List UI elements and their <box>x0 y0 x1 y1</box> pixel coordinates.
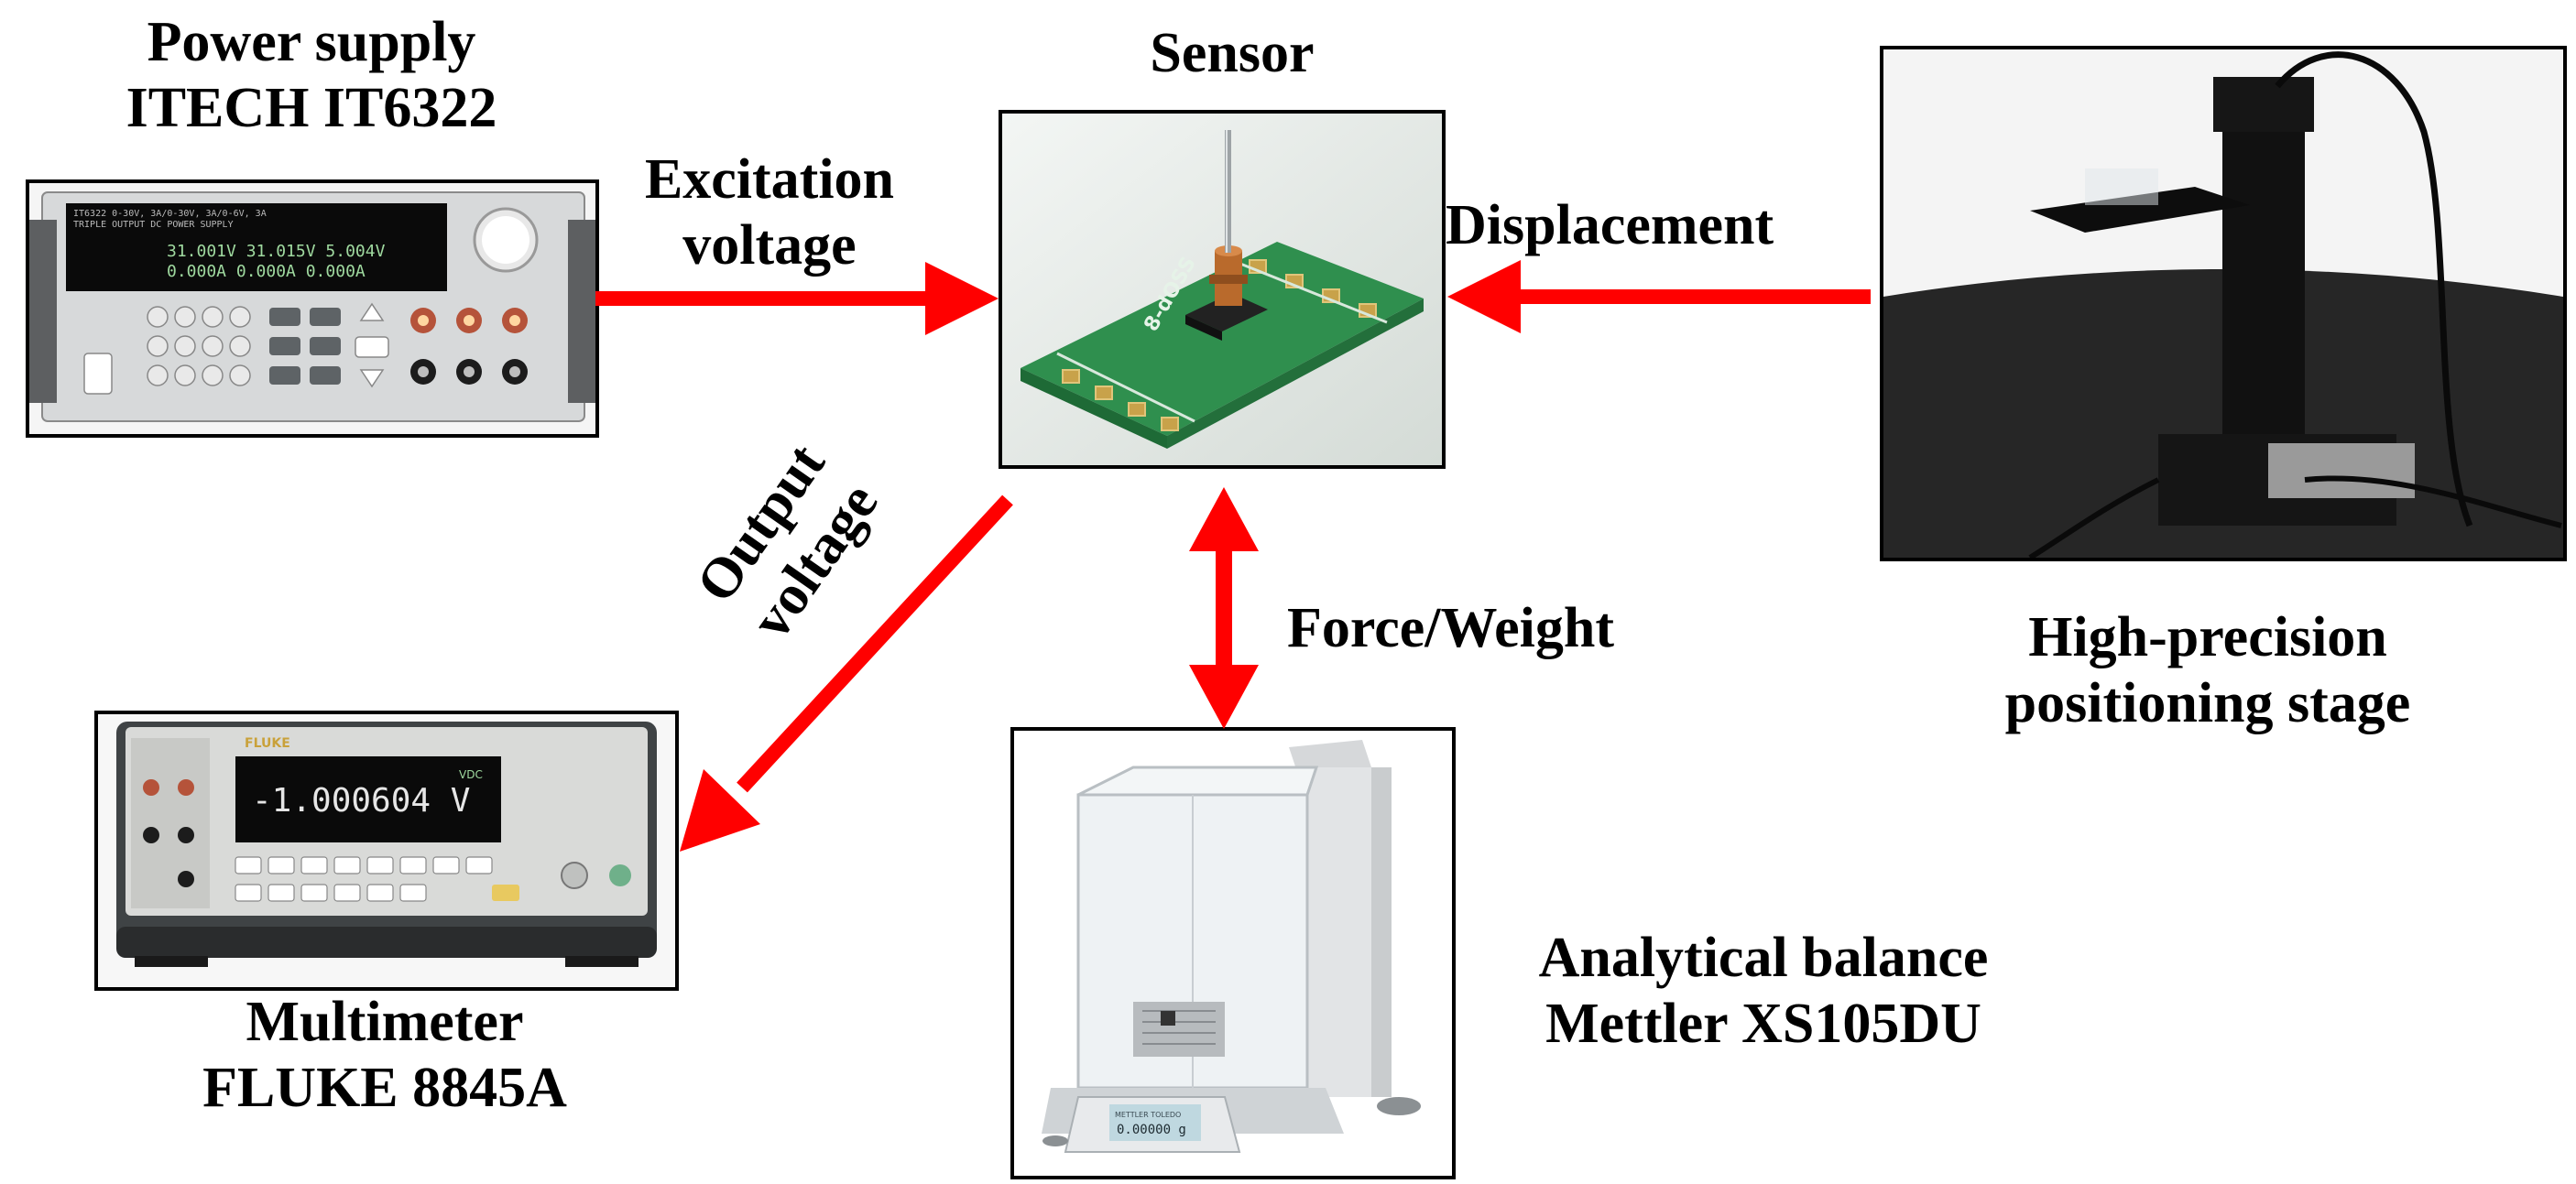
balance-brand: METTLER TOLEDO <box>1115 1111 1181 1119</box>
power-supply-title-line1: Power supply <box>147 11 476 73</box>
power-supply-display-row2: 0.000A 0.000A 0.000A <box>167 262 366 281</box>
positioning-stage-image <box>1880 46 2567 561</box>
force-weight-label: Force/Weight <box>1287 597 1614 659</box>
balance-drawing: METTLER TOLEDO 0.00000 g <box>1014 731 1452 1176</box>
sensor-image: 8-dOSS <box>999 110 1446 469</box>
power-supply-display-row1: 31.001V 31.015V 5.004V <box>167 242 386 261</box>
multimeter-image: FLUKE -1.000604 V VDC <box>94 711 679 991</box>
multimeter-brand: FLUKE <box>245 736 290 751</box>
multimeter-title: Multimeter FLUKE 8845A <box>92 989 678 1121</box>
displacement-arrow <box>1447 260 1871 333</box>
multimeter-reading: -1.000604 V <box>252 782 470 820</box>
multimeter-drawing: FLUKE -1.000604 V VDC <box>98 714 675 987</box>
positioning-stage-drawing <box>1883 49 2563 558</box>
power-supply-title-line2: ITECH IT6322 <box>126 77 497 139</box>
positioning-stage-title: High-precision positioning stage <box>1887 604 2528 736</box>
excitation-voltage-label: Excitation voltage <box>577 147 962 278</box>
balance-reading: 0.00000 g <box>1117 1123 1186 1137</box>
positioning-stage-title-line1: High-precision <box>2028 606 2387 668</box>
positioning-stage-title-line2: positioning stage <box>2004 672 2411 734</box>
power-supply-model-text: IT6322 0-30V, 3A/0-30V, 3A/0-6V, 3A <box>73 209 267 219</box>
power-supply-subtitle-text: TRIPLE OUTPUT DC POWER SUPPLY <box>73 220 234 230</box>
excitation-label-line2: voltage <box>682 214 857 277</box>
sensor-title: Sensor <box>1150 22 1315 84</box>
multimeter-unit-small: VDC <box>459 768 483 781</box>
multimeter-title-line1: Multimeter <box>246 991 524 1053</box>
power-supply-drawing: IT6322 0-30V, 3A/0-30V, 3A/0-6V, 3A TRIP… <box>29 183 595 434</box>
multimeter-title-line2: FLUKE 8845A <box>202 1057 567 1119</box>
power-supply-image: IT6322 0-30V, 3A/0-30V, 3A/0-6V, 3A TRIP… <box>26 179 599 438</box>
balance-image: METTLER TOLEDO 0.00000 g <box>1010 727 1456 1179</box>
sensor-drawing: 8-dOSS <box>1002 114 1442 465</box>
output-voltage-arrow <box>680 494 1013 852</box>
displacement-label: Displacement <box>1446 194 1774 256</box>
balance-title: Analytical balance Mettler XS105DU <box>1443 925 2084 1057</box>
power-supply-title: Power supply ITECH IT6322 <box>0 9 623 141</box>
balance-title-line1: Analytical balance <box>1538 927 1989 989</box>
balance-title-line2: Mettler XS105DU <box>1545 993 1981 1055</box>
excitation-arrow <box>595 262 999 335</box>
excitation-label-line1: Excitation <box>644 148 895 211</box>
force-weight-arrow <box>1189 487 1259 729</box>
